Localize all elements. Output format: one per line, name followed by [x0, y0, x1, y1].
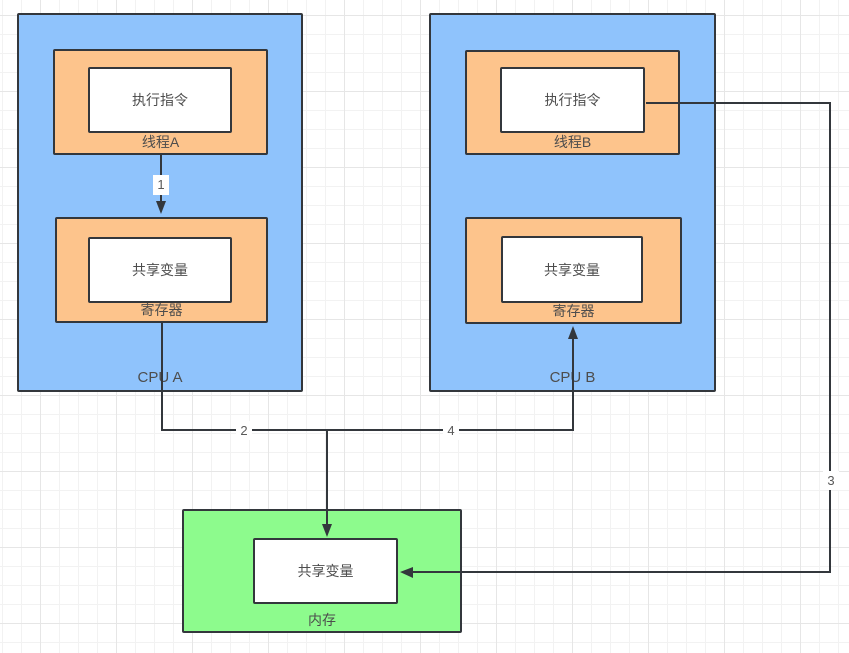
memory-box: 共享变量 内存	[182, 509, 462, 633]
thread-a-box: 执行指令 线程A	[53, 49, 268, 155]
register-b-label: 寄存器	[552, 303, 595, 319]
register-a-box: 共享变量 寄存器	[55, 217, 268, 323]
memory-label: 内存	[308, 612, 336, 628]
thread-b-label: 线程B	[553, 134, 592, 150]
memory-sharedvar-box: 共享变量	[253, 538, 398, 604]
register-b-sharedvar-box: 共享变量	[501, 236, 643, 303]
thread-a-instruction-box: 执行指令	[88, 67, 232, 133]
register-a-label: 寄存器	[140, 302, 183, 318]
register-b-box: 共享变量 寄存器	[465, 217, 682, 324]
thread-b-instruction-label: 执行指令	[544, 92, 601, 108]
edge-3-label: 3	[823, 471, 839, 490]
memory-sharedvar-label: 共享变量	[297, 563, 354, 579]
cpu-b-label: CPU B	[549, 369, 596, 386]
cpu-a-label: CPU A	[137, 369, 183, 386]
thread-a-label: 线程A	[141, 134, 180, 150]
register-b-sharedvar-label: 共享变量	[544, 261, 600, 278]
register-a-sharedvar-label: 共享变量	[132, 262, 188, 278]
thread-a-instruction-label: 执行指令	[132, 92, 188, 108]
thread-b-box: 执行指令 线程B	[465, 50, 680, 155]
cpu-a-box: 执行指令 线程A 共享变量 寄存器 CPU A	[17, 13, 303, 392]
thread-b-instruction-box: 执行指令	[500, 67, 645, 133]
edge-1-label: 1	[153, 175, 169, 195]
edge-4-label: 4	[443, 421, 459, 440]
edge-2-label: 2	[236, 421, 252, 440]
cpu-b-box: 执行指令 线程B 共享变量 寄存器 CPU B	[429, 13, 716, 392]
register-a-sharedvar-box: 共享变量	[88, 237, 232, 303]
